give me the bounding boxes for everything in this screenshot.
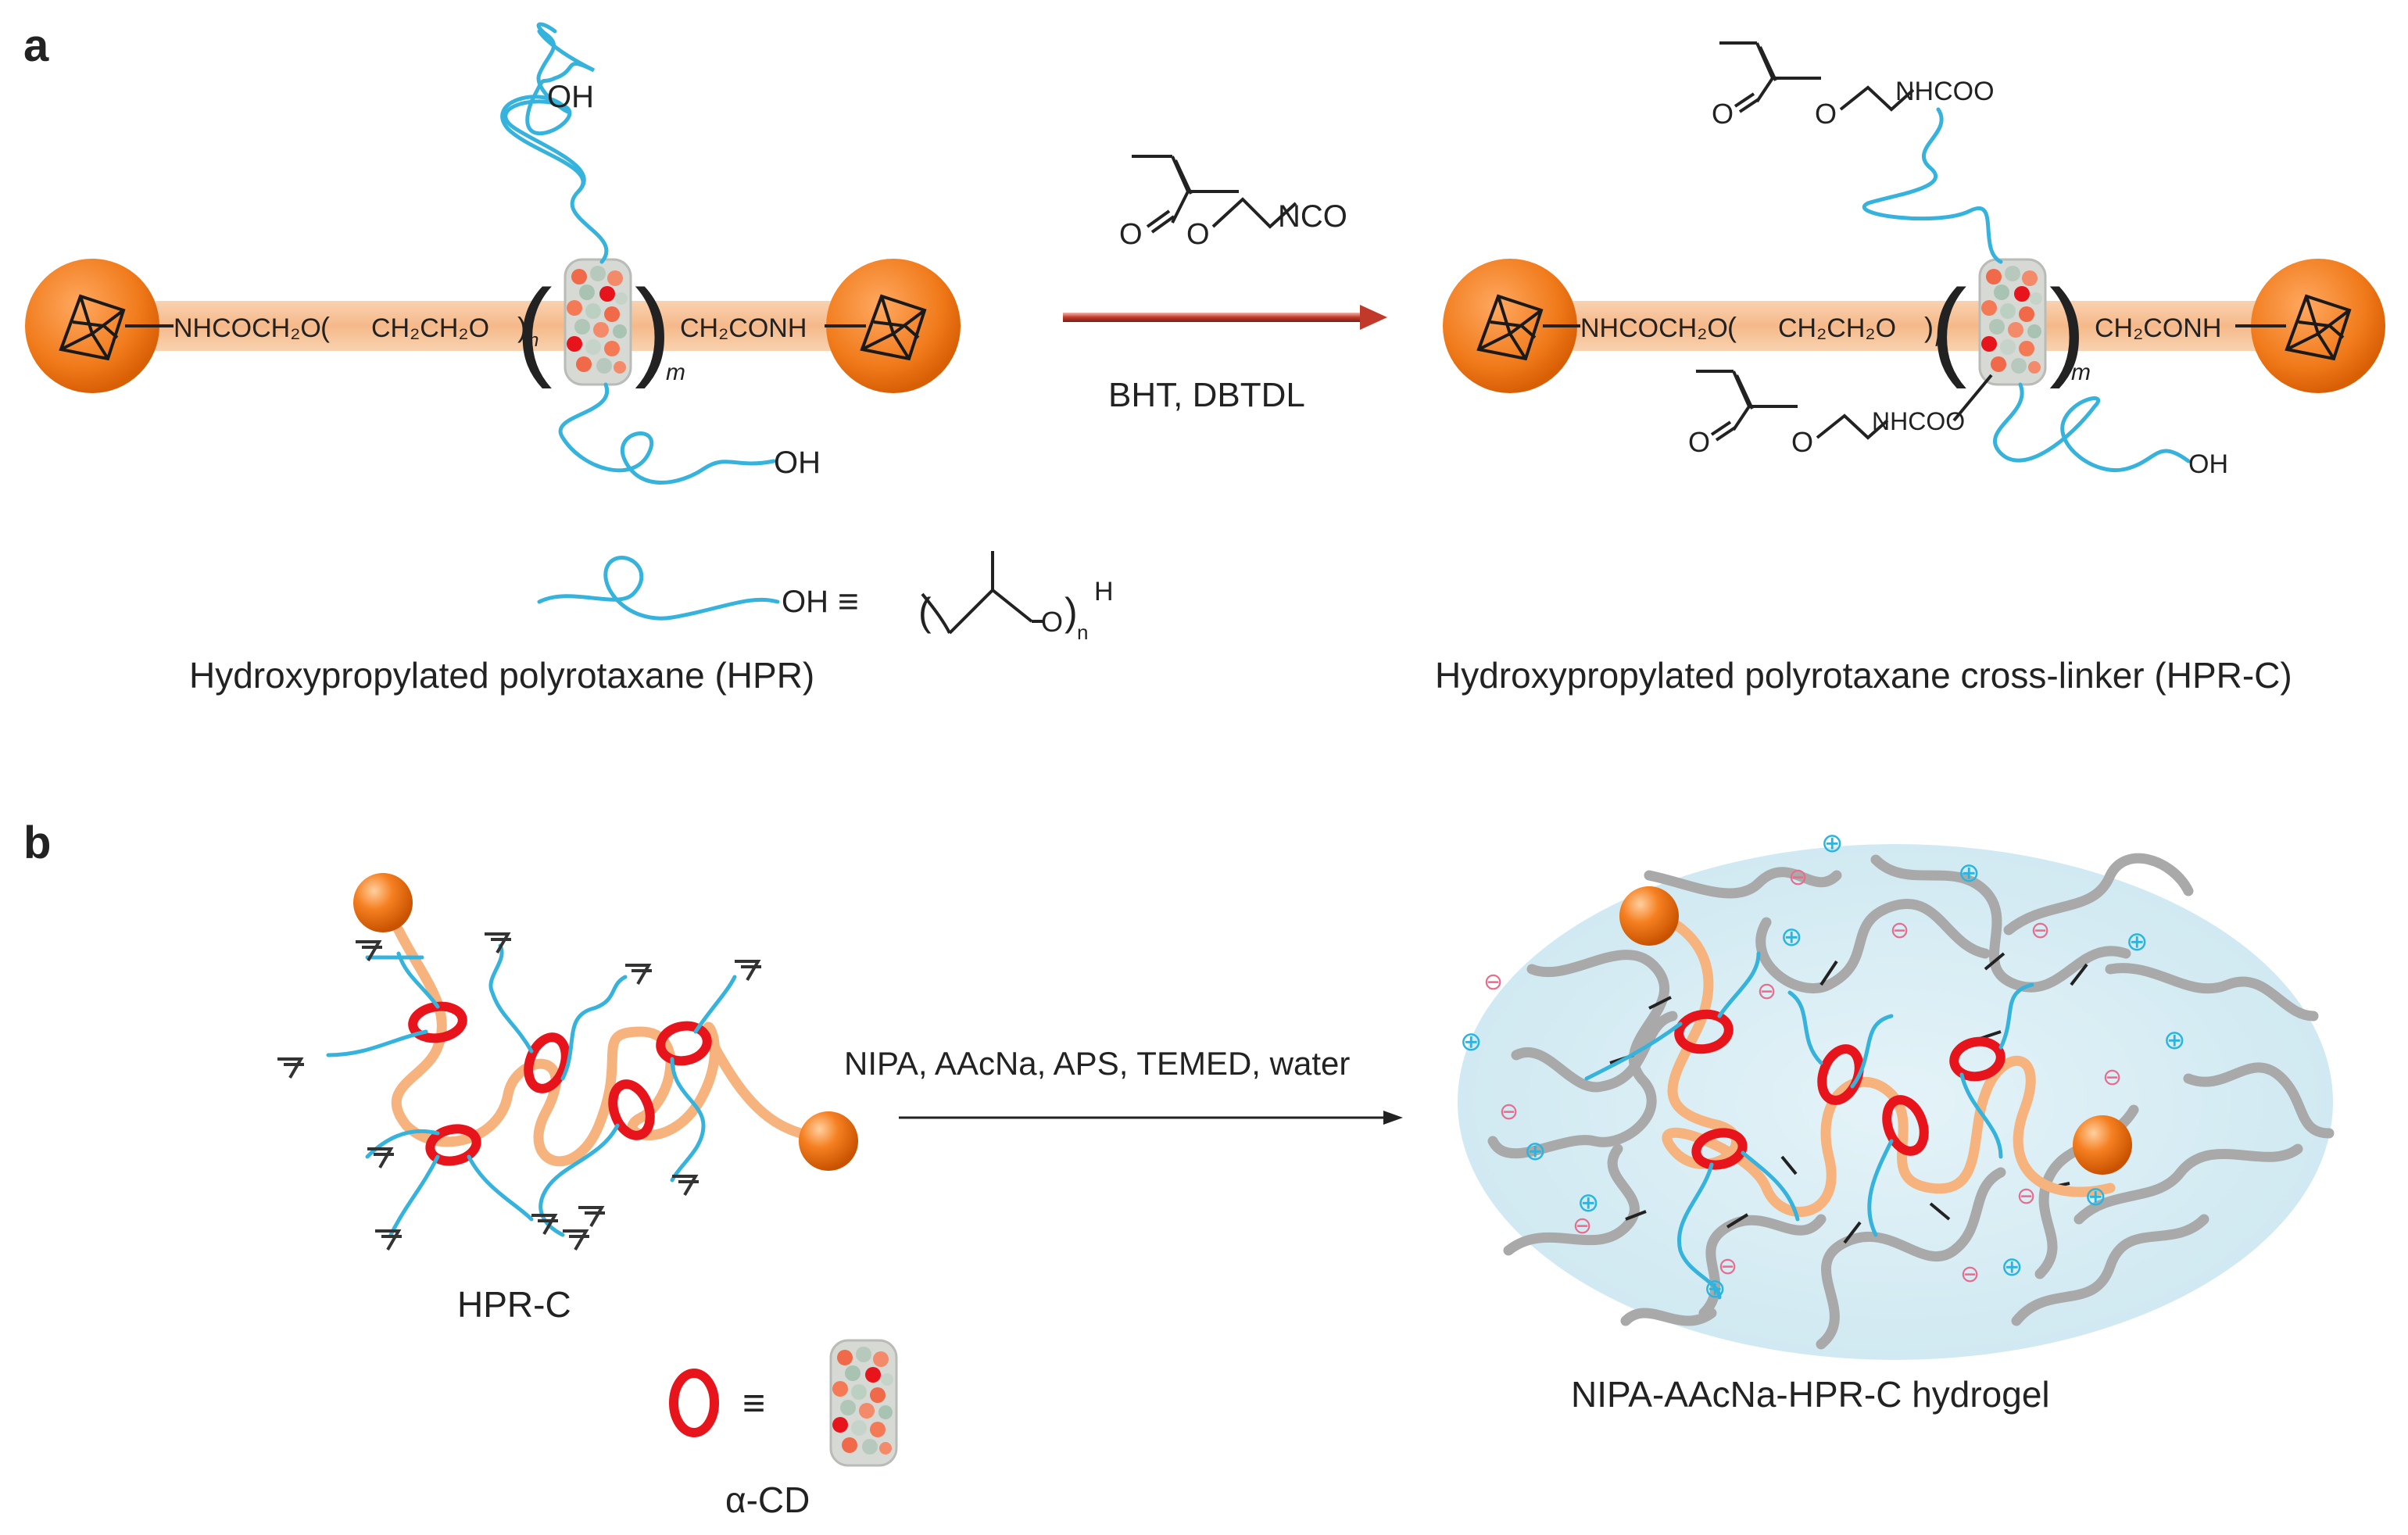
minus-ion: ⊖ [1483, 969, 1503, 995]
plus-ion: ⊕ [1460, 1027, 1483, 1057]
plus-ion: ⊕ [2001, 1252, 2023, 1282]
minus-ion: ⊖ [1573, 1213, 1592, 1239]
hprc-m-paren-right: ) [2049, 267, 2086, 389]
hprc-cartoon-ball-top [353, 873, 413, 932]
legend-paren-right: ) [1064, 590, 1078, 634]
reagent-ester-o: O [1186, 218, 1210, 251]
panel-a-label: a [23, 20, 49, 71]
minus-ion: ⊖ [1788, 864, 1808, 890]
hp-chain-legend: OH ≡ ( O ) n H [537, 551, 1114, 644]
reaction-arrow-b [899, 1111, 1403, 1125]
minus-ion: ⊖ [1960, 1261, 1980, 1287]
hprc-backbone-right: CH₂CONH [2095, 313, 2221, 343]
hpr-oh-bottom: OH [774, 445, 821, 480]
legend-structure-bonds [921, 551, 1043, 635]
hpr-n-subscript: n [528, 330, 538, 351]
legend-n: n [1077, 621, 1088, 644]
plus-ion: ⊕ [1704, 1274, 1726, 1304]
cd-barrel-legend-icon [829, 1339, 898, 1467]
plus-ion: ⊕ [1524, 1136, 1547, 1166]
hprc-peg-unit: CH₂CH₂O [1778, 313, 1896, 343]
hprc-sub-bottom-o1: O [1688, 426, 1710, 458]
hydrogel: ⊕ ⊕ ⊕ ⊕ ⊕ ⊕ ⊕ ⊕ ⊕ ⊕ ⊕ ⊖ ⊖ ⊖ ⊖ ⊖ ⊖ ⊖ ⊖ ⊖ … [1458, 828, 2335, 1360]
hpr-axle [86, 301, 899, 351]
legend-h: H [1094, 577, 1114, 606]
hprc-n-subscript: n [1935, 330, 1945, 351]
hprc-structure: NHCOCH₂O ( CH₂CH₂O ) n ( ) m CH₂CONH O O… [1443, 41, 2385, 479]
minus-ion: ⊖ [1718, 1254, 1737, 1279]
hpr-backbone-right: CH₂CONH [680, 313, 807, 343]
hprc-sub-top-group: NHCOO [1895, 77, 1995, 106]
hydrogel-ball-top [1619, 886, 1679, 946]
legend-hp-chain [537, 556, 780, 621]
hpr-peg-unit: CH₂CH₂O [371, 313, 489, 343]
minus-ion: ⊖ [2031, 918, 2050, 943]
hpr-backbone-left: NHCOCH₂O [174, 313, 321, 343]
minus-ion: ⊖ [2016, 1183, 2036, 1209]
hprc-caption: Hydroxypropylated polyrotaxane cross-lin… [1435, 655, 2292, 696]
hydrogel-ball-bottom [2073, 1115, 2132, 1175]
plus-ion: ⊕ [2126, 927, 2149, 957]
reagent-nco: NCO [1278, 199, 1347, 234]
hpr-caption: Hydroxypropylated polyrotaxane (HPR) [189, 655, 814, 696]
hpr-m-paren-right: ) [635, 267, 671, 389]
hpr-m-paren-left: ( [516, 267, 553, 389]
minus-ion: ⊖ [2102, 1064, 2122, 1090]
legend-paren-left: ( [918, 590, 932, 634]
hydrogel-ions: ⊕ ⊕ ⊕ ⊕ ⊕ ⊕ ⊕ ⊕ ⊕ ⊕ ⊕ ⊖ ⊖ ⊖ ⊖ ⊖ ⊖ ⊖ ⊖ ⊖ … [1460, 828, 2186, 1304]
plus-ion: ⊕ [1821, 828, 1844, 858]
hprc-cartoon-axle [391, 925, 850, 1167]
legend-o: O [1041, 606, 1063, 638]
hprc-cartoon-label: HPR-C [457, 1284, 571, 1325]
plus-ion: ⊕ [2163, 1025, 2186, 1055]
hprc-hp-chain-bottom [1993, 382, 2191, 472]
hpr-m-subscript: m [666, 360, 685, 385]
reaction-arrow-a [1063, 305, 1387, 330]
hpr-oh-top: OH [547, 80, 594, 114]
hprc-cartoon [277, 873, 858, 1251]
minus-ion: ⊖ [1890, 918, 1909, 943]
hydrogel-axle [1651, 909, 2116, 1218]
hprc-peg-bracket-left: ( [1727, 311, 1737, 343]
hprc-cyclodextrin [1978, 258, 2047, 386]
hprc-oh: OH [2188, 449, 2228, 479]
reaction-conditions-b: NIPA, AAcNa, APS, TEMED, water [844, 1045, 1350, 1082]
hprc-hp-chain-top [1862, 107, 2003, 264]
legend-oh: OH [782, 585, 828, 619]
hprc-m-subscript: m [2071, 360, 2091, 385]
hprc-m-paren-left: ( [1930, 267, 1967, 389]
plus-ion: ⊕ [1780, 922, 1803, 952]
hprc-backbone-left: NHCOCH₂O [1580, 313, 1728, 343]
hpr-structure: NHCOCH₂O ( CH₂CH₂O ) n ( ) m CH₂CONH OH … [25, 22, 961, 485]
reagent-structure: O O NCO [1119, 155, 1347, 251]
hprc-sub-bottom-group: NHCOO [1872, 407, 1965, 435]
hpr-hp-chain-bottom [558, 382, 776, 485]
plus-ion: ⊕ [1577, 1188, 1600, 1218]
cd-ring-legend-icon [669, 1369, 719, 1437]
hprc-peg-bracket-right: ) [1924, 311, 1934, 343]
minus-ion: ⊖ [1499, 1099, 1519, 1125]
legend-equiv: ≡ [838, 581, 859, 621]
hprc-sub-top-o1: O [1712, 98, 1734, 130]
hydrogel-label: NIPA-AAcNa-HPR-C hydrogel [1571, 1374, 2050, 1415]
hprc-sub-top-o2: O [1815, 98, 1837, 130]
hpr-peg-bracket-left: ( [320, 311, 330, 343]
cd-legend-label: α-CD [725, 1480, 810, 1520]
plus-ion: ⊕ [2084, 1182, 2107, 1211]
panel-b-label: b [23, 818, 51, 868]
hprc-sub-bottom-o2: O [1791, 426, 1813, 458]
hprc-cartoon-ball-bottom [799, 1111, 858, 1171]
reagent-carbonyl-o: O [1119, 218, 1143, 251]
hprc-axle [1508, 301, 2321, 351]
minus-ion: ⊖ [1757, 979, 1776, 1004]
hpr-peg-bracket-right: ) [517, 311, 527, 343]
plus-ion: ⊕ [1958, 858, 1980, 888]
hpr-hp-chain-top [503, 29, 609, 264]
hpr-cyclodextrin [564, 258, 632, 386]
cd-legend-equiv: ≡ [742, 1381, 765, 1425]
reaction-conditions-a: BHT, DBTDL [1108, 376, 1305, 414]
